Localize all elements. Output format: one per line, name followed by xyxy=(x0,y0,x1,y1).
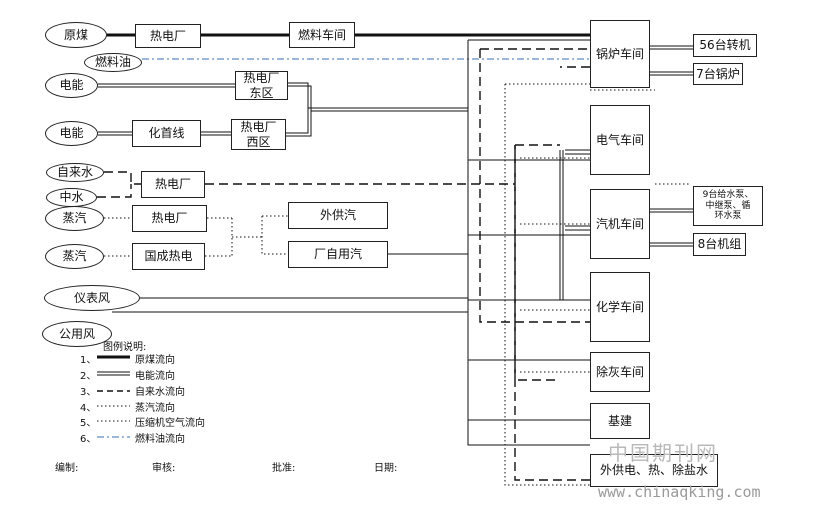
east-line-1: 热电厂 xyxy=(243,71,280,86)
source-steam-1: 蒸汽 xyxy=(45,206,104,231)
thermal-plant-top: 热电厂 xyxy=(135,24,201,48)
legend-title: 图例说明: xyxy=(103,342,147,353)
thermal-plant-east: 热电厂 东区 xyxy=(235,71,288,100)
external-steam: 外供汽 xyxy=(288,202,388,229)
legend-label-4: 蒸汽流向 xyxy=(135,403,175,414)
water-lines xyxy=(97,48,590,481)
source-power-1: 电能 xyxy=(45,73,98,98)
guocheng-thermal: 国成热电 xyxy=(132,243,205,270)
watermark-cn: 中国期刊网 xyxy=(608,441,718,465)
sign-compiled: 编制: xyxy=(55,463,79,474)
pumps-box: 9台给水泵、 中继泵、循 环水泵 xyxy=(693,186,763,226)
legend-label-3: 自来水流向 xyxy=(135,387,185,398)
legend-num-1: 1、 xyxy=(80,355,97,366)
steam-lines xyxy=(104,83,690,486)
ash-removal-workshop: 除灰车间 xyxy=(590,352,650,392)
legend-num-4: 4、 xyxy=(80,403,97,414)
chemical-workshop: 化学车间 xyxy=(590,272,650,342)
generator-units-8: 8台机组 xyxy=(693,233,746,256)
legend-label-1: 原煤流向 xyxy=(135,355,175,366)
legend-num-2: 2、 xyxy=(80,371,97,382)
pumps-line-1: 9台给水泵、 xyxy=(702,189,754,200)
turbine-workshop: 汽机车间 xyxy=(590,189,650,259)
sign-approved: 批准: xyxy=(272,463,296,474)
legend-swatches xyxy=(97,355,130,438)
turbine-units-56: 56台转机 xyxy=(693,34,757,57)
electrical-workshop: 电气车间 xyxy=(590,105,650,175)
pumps-line-3: 环水泵 xyxy=(714,211,742,222)
source-instrument-air: 仪表风 xyxy=(44,285,140,311)
source-service-air: 公用风 xyxy=(42,321,112,347)
thermal-plant-water: 热电厂 xyxy=(141,171,205,198)
sign-date: 日期: xyxy=(374,463,398,474)
legend-label-5: 压缩机空气流向 xyxy=(135,418,205,429)
boiler-units-7: 7台锅炉 xyxy=(693,63,743,85)
source-tap-water: 自来水 xyxy=(46,163,104,182)
bus-lines xyxy=(112,39,693,446)
sign-reviewed: 审核: xyxy=(152,463,176,474)
thermal-plant-steam: 热电厂 xyxy=(132,205,207,232)
boiler-workshop: 锅炉车间 xyxy=(590,20,650,88)
legend-num-3: 3、 xyxy=(80,387,97,398)
external-supply: 外供电、热、除盐水 xyxy=(590,454,718,487)
watermark-url: www.chinaqking.com xyxy=(598,483,761,501)
legend-label-6: 燃料油流向 xyxy=(135,434,185,445)
east-line-2: 东区 xyxy=(249,85,274,100)
chemical-line: 化首线 xyxy=(132,120,201,147)
west-line-1: 热电厂 xyxy=(240,120,277,135)
west-line-2: 西区 xyxy=(246,134,271,149)
pumps-line-2: 中继泵、循 xyxy=(705,200,751,211)
power-lines xyxy=(98,82,468,137)
source-power-2: 电能 xyxy=(45,121,98,146)
source-reclaimed-water: 中水 xyxy=(46,188,97,207)
own-use-steam: 厂自用汽 xyxy=(288,241,388,268)
thermal-plant-west: 热电厂 西区 xyxy=(231,119,286,150)
fuel-workshop: 燃料车间 xyxy=(289,22,355,48)
legend-label-2: 电能流向 xyxy=(135,371,175,382)
construction: 基建 xyxy=(590,403,650,439)
source-steam-2: 蒸汽 xyxy=(45,244,104,269)
legend-num-6: 6、 xyxy=(80,434,97,445)
legend-num-5: 5、 xyxy=(80,418,97,429)
source-fuel-oil: 燃料油 xyxy=(84,53,142,72)
source-raw-coal: 原煤 xyxy=(45,22,107,48)
